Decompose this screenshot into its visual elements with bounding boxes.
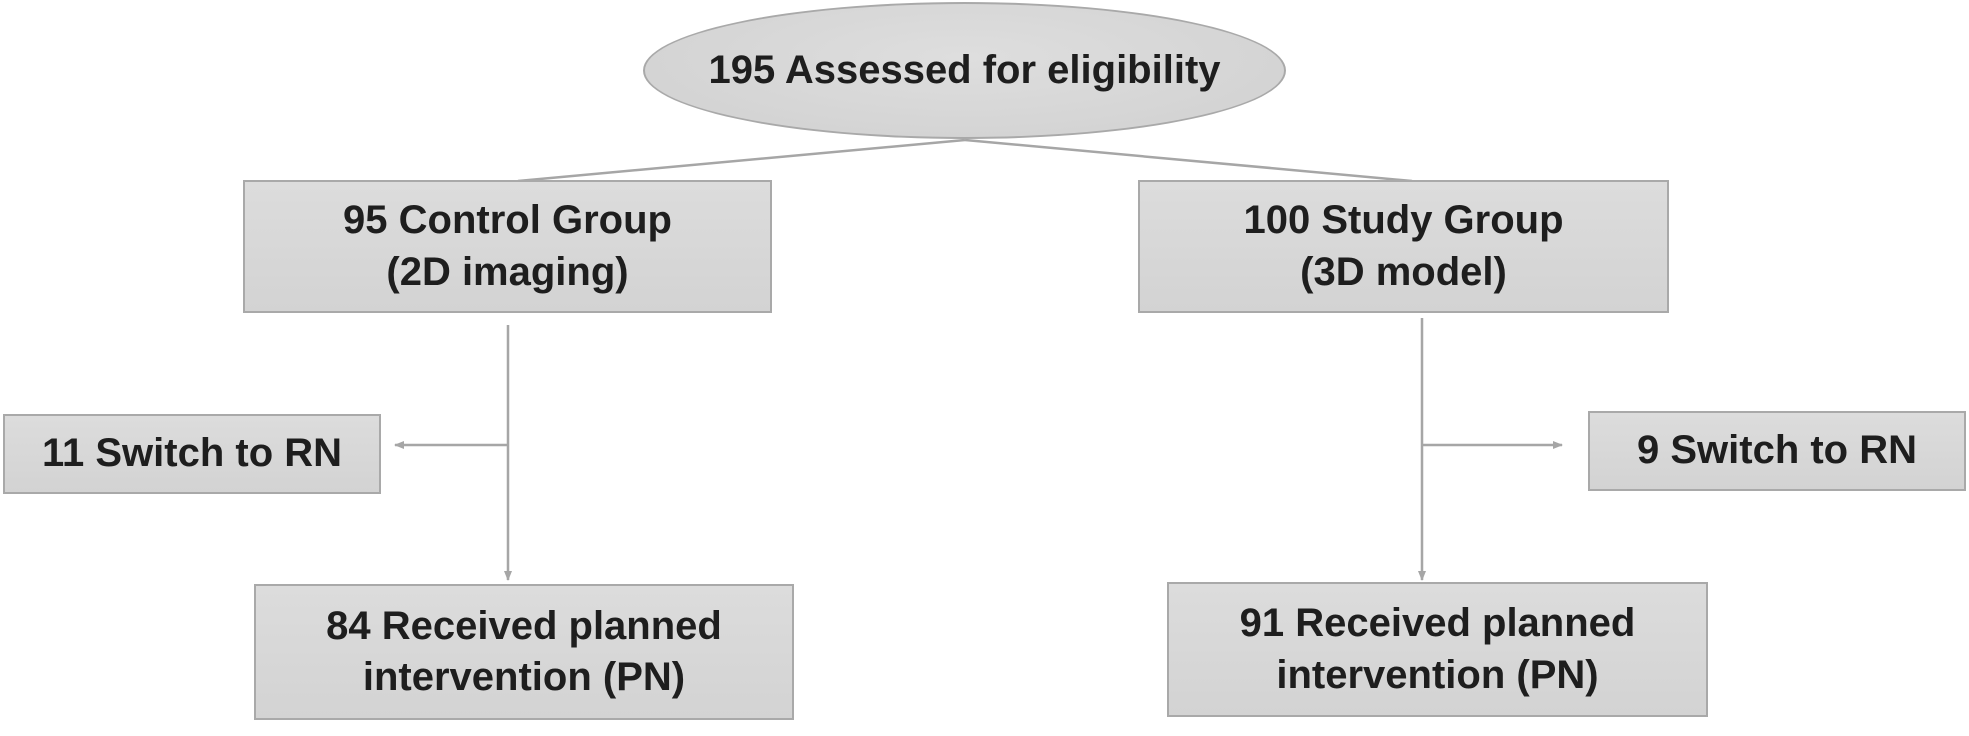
study-switch-label: 9 Switch to RN [1636,428,1918,473]
control-switch-label: 11 Switch to RN [41,431,343,476]
control-received-label: 84 Received planned [326,603,722,648]
study-received-box: 91 Received planned intervention (PN) [1167,582,1708,717]
root-node-assessed: 195 Assessed for eligibility [643,2,1286,139]
study-group-label: 100 Study Group [1243,198,1564,243]
control-received-box: 84 Received planned intervention (PN) [254,584,794,720]
control-group-box: 95 Control Group (2D imaging) [243,180,772,313]
control-switch-box: 11 Switch to RN [3,414,381,494]
root-to-study-line [964,138,1413,183]
study-received-sublabel: intervention (PN) [1276,652,1599,697]
root-node-label: 195 Assessed for eligibility [708,47,1221,92]
study-group-box: 100 Study Group (3D model) [1138,180,1669,313]
control-group-label: 95 Control Group [343,198,672,243]
control-received-sublabel: intervention (PN) [362,655,686,699]
root-to-control-line [517,138,966,183]
control-group-sublabel: (2D imaging) [386,249,629,294]
study-switch-box: 9 Switch to RN [1588,411,1966,491]
study-group-sublabel: (3D model) [1300,249,1507,294]
study-received-label: 91 Received planned [1239,601,1636,646]
